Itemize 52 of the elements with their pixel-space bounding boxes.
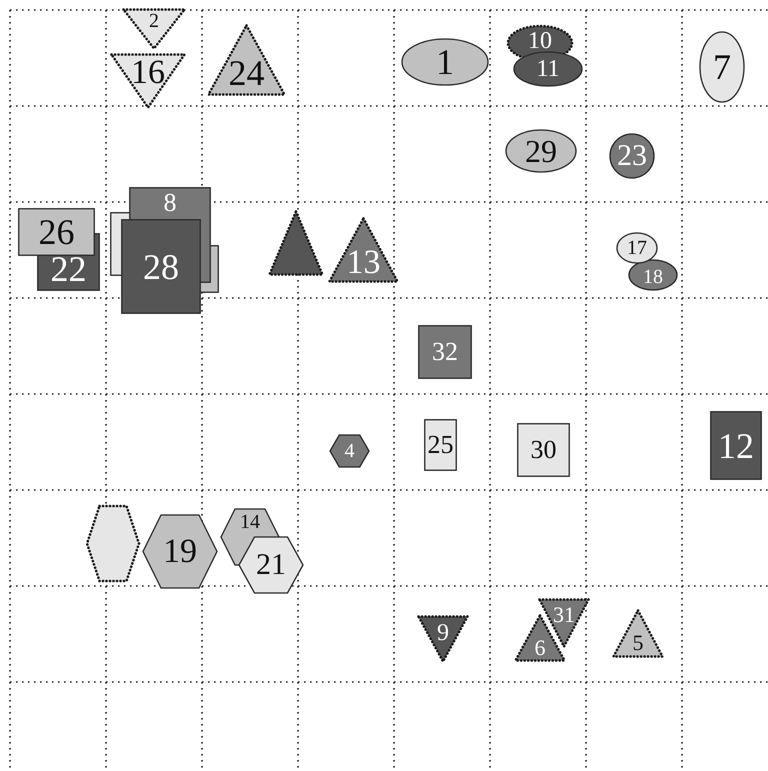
shape-number: 23	[617, 141, 647, 171]
shape-number: 12	[718, 428, 754, 464]
triangle	[268, 210, 324, 276]
shape-number: 10	[528, 29, 552, 54]
ellipse	[609, 133, 655, 179]
shape-number: 29	[525, 135, 557, 167]
hexagon	[238, 536, 304, 594]
square	[424, 419, 457, 471]
shape-number: 13	[346, 246, 380, 280]
ellipse	[616, 232, 658, 264]
inverted-triangle	[417, 615, 469, 663]
ellipse	[401, 38, 489, 86]
triangle	[612, 609, 664, 658]
ellipse	[628, 259, 678, 291]
inverted-triangle	[110, 53, 186, 109]
shape-number: 30	[530, 437, 556, 463]
shape-number: 1	[436, 44, 454, 80]
triangle	[328, 217, 399, 283]
ellipse	[505, 129, 577, 173]
shape-number: 32	[432, 339, 458, 365]
shape-number: 31	[553, 604, 575, 626]
shape-number: 16	[131, 56, 165, 90]
triangle	[207, 24, 286, 96]
square	[418, 325, 472, 379]
shape-number: 11	[536, 57, 560, 81]
hexagon	[329, 434, 370, 468]
square	[18, 208, 95, 256]
shape-number: 5	[632, 632, 644, 654]
shape-number: 4	[344, 441, 354, 461]
hexagon	[86, 505, 140, 582]
shape-number: 25	[428, 432, 454, 458]
shape-number: 2	[149, 11, 159, 32]
shape-number: 17	[627, 238, 647, 258]
shape-number: 6	[534, 636, 546, 659]
ellipse	[513, 51, 583, 87]
hexagon	[142, 514, 218, 589]
shape-number: 24	[228, 54, 264, 91]
square	[517, 423, 570, 477]
shape-number: 21	[256, 550, 286, 580]
shape-number: 18	[643, 266, 663, 287]
square	[710, 411, 762, 480]
inverted-triangle	[122, 8, 186, 50]
square	[121, 219, 201, 314]
ellipse	[699, 31, 745, 103]
shape-number: 9	[437, 621, 449, 646]
shape-number: 14	[240, 512, 260, 532]
shape-number: 26	[38, 214, 74, 250]
shape-number: 8	[164, 190, 176, 216]
shape-number: 7	[713, 49, 731, 85]
shape-number: 28	[143, 248, 179, 284]
shape-number: 19	[163, 534, 197, 568]
shape-number: 22	[50, 250, 86, 287]
